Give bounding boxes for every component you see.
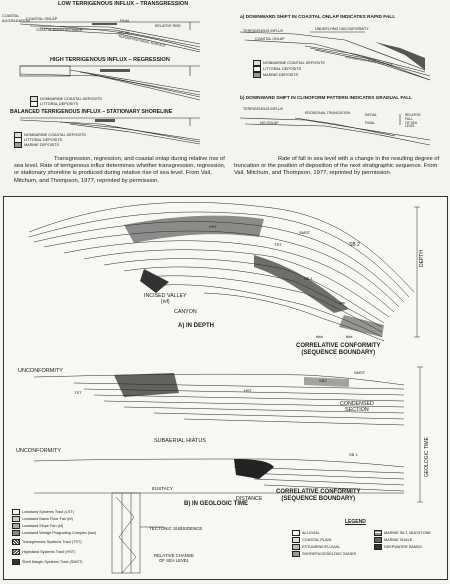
gradual-fall-title: b) DOWNWARD SHIFT IN CLINOFORM PATTERN I… [240,95,413,100]
legend-nonmarine-right: NONMARINE COASTAL DEPOSITS [253,60,325,66]
systems-tract-item: Lowstand Systems Tract (LST) [12,509,74,515]
top-left-figure: LOW TERRIGENOUS INFLUX – TRANSGRESSION C… [0,0,225,150]
top-right-figure: a) DOWNWARD SHIFT IN COASTAL ONLAP INDIC… [225,0,450,150]
transgression-title: LOW TERRIGENOUS INFLUX – TRANSGRESSION [58,1,189,7]
lithology-item: MARINE SHALE [374,537,412,543]
systems-tract-item: Lowstand Wedge Prograding Complex (lsw) [12,530,96,536]
time-sb2-label: SB2 [319,378,327,383]
time-tst-label: TST [74,390,82,395]
coastal-onlap-label-right: COASTAL ONLAP [255,37,285,41]
systems-tract-item: Lowstand Basin Floor Fan (bf) [12,516,73,522]
erosional-truncation-label: EROSIONAL TRUNCATION [305,111,351,115]
transgression-regression-diagrams [19,21,201,145]
caption-right: Rate of fall in sea level with a change … [234,156,440,177]
subaerial-hiatus-label: SUBAERIAL HIATUS [154,438,206,444]
systems-tract-item: Highstand Systems Tract (HST) [12,549,75,555]
systems-tract-item: Shelf Margin Systems Tract (SMST) [12,559,83,565]
terrigenous-influx-label-b: TERRIGENOUS INFLUX [243,107,284,111]
terrigenous-influx-label: TERRIGENOUS INFLUX [243,29,284,33]
stationary-title: BALANCED TERRIGENOUS INFLUX – STATIONARY… [10,109,173,115]
coastal-aggradation-label: COASTAL AGGRADATION [2,14,30,23]
relative-fall-label: RELATIVE FALL OF SEA LEVEL [405,113,421,129]
condensed-section-label: CONDENSED SECTION [340,401,374,414]
depth-hst-label: HST [209,224,217,229]
depth-panel-title: A) IN DEPTH [178,323,214,329]
regression-title: HIGH TERRIGENOUS INFLUX – REGRESSION [50,57,170,63]
lithology-item: COASTAL PLAIN [292,537,331,543]
lithology-item: ALLUVIAL [292,530,320,536]
depth-sb2-label: SB 2 [349,242,360,248]
legend-title: LEGEND [345,519,366,525]
depth-lsw-label: lsw [339,300,345,305]
tectonic-subsidence-label: TECTONIC SUBSIDENCE [149,526,203,531]
lithology-item: MARINE SILT, MUDSTONE [374,530,431,536]
canyon-label: CANYON [174,309,197,315]
incised-valley-label: INCISED VALLEY (ivf) [144,293,187,305]
unconformity-upper-label: UNCONFORMITY [18,368,63,374]
depth-correlative-label: CORRELATIVE CONFORMITY (SEQUENCE BOUNDAR… [296,343,381,356]
caption-left: Transgression, regression, and coastal o… [14,156,226,184]
unconformity-lower-label: UNCONFORMITY [16,448,61,454]
depth-tbfs-label: tbfs [346,334,353,339]
systems-tract-item: Transgressive Systems Tract (TST) [12,539,82,545]
time-hst-label: HST [244,388,252,393]
time-sb1-label: SB 1 [349,452,358,457]
depth-smst-label: SMST [299,230,311,235]
depth-tst-label: TST [274,242,282,247]
time-panel-title: B) IN GEOLOGIC TIME [184,501,248,507]
lithology-item: ESTUARINE/FLUVIAL [292,544,340,550]
depth-axis-label: DEPTH [419,250,425,267]
depth-sb1-label: SB 1 [304,276,313,281]
relative-change-label: RELATIVE CHANGE OF SEA LEVEL [154,553,195,563]
rapid-fall-title: a) DOWNWARD SHIFT IN COASTAL ONLAP INDIC… [240,15,396,20]
final-label: FINAL [120,19,130,23]
relative-rise-label: RELATIVE RISE [155,24,181,28]
systems-tract-item: Lowstand Slope Fan (sf) [12,523,63,529]
no-onlap-label: NO ONLAP [260,121,279,125]
sea-level-fall-diagrams [239,31,431,146]
eustacy-label: EUSTACY [152,486,173,491]
lithology-item: SHOREFACE/DELTAIC SANDS [292,551,356,557]
initial-label-b: INITIAL [365,113,377,117]
underlying-unconformity-label: UNDERLYING UNCONFORMITY [315,27,369,31]
coastal-onlap-label: COASTAL ONLAP [26,17,58,21]
distance-label: DISTANCE [236,496,263,502]
sequence-stratigraphy-diagram [28,202,423,574]
legend-littoral: LITTORAL DEPOSITS [30,101,78,107]
geologic-time-label: GEOLOGIC TIME [424,437,430,477]
depth-tbfa-label: tbfa [316,334,323,339]
correlative-conformity-label: CORRELATIVE CONFORMITY (SEQUENCE BOUNDAR… [276,489,361,502]
legend-marine-right: MARINE DEPOSITS [253,72,298,78]
legend-marine-2: MARINE DEPOSITS [14,142,59,148]
coastal-encroachment-label: COASTAL ENCROACHMENT [36,28,83,32]
final-label-b: FINAL [365,121,375,125]
lithology-item: DEEPWATER SANDS [374,544,422,550]
time-smst-label: SMST [354,370,366,375]
sequence-stratigraphy-figure: SB 2 DEPTH HST SMST TST SB 1 lsw INCISED… [3,196,448,580]
legend-littoral-right: LITTORAL DEPOSITS [253,66,301,72]
